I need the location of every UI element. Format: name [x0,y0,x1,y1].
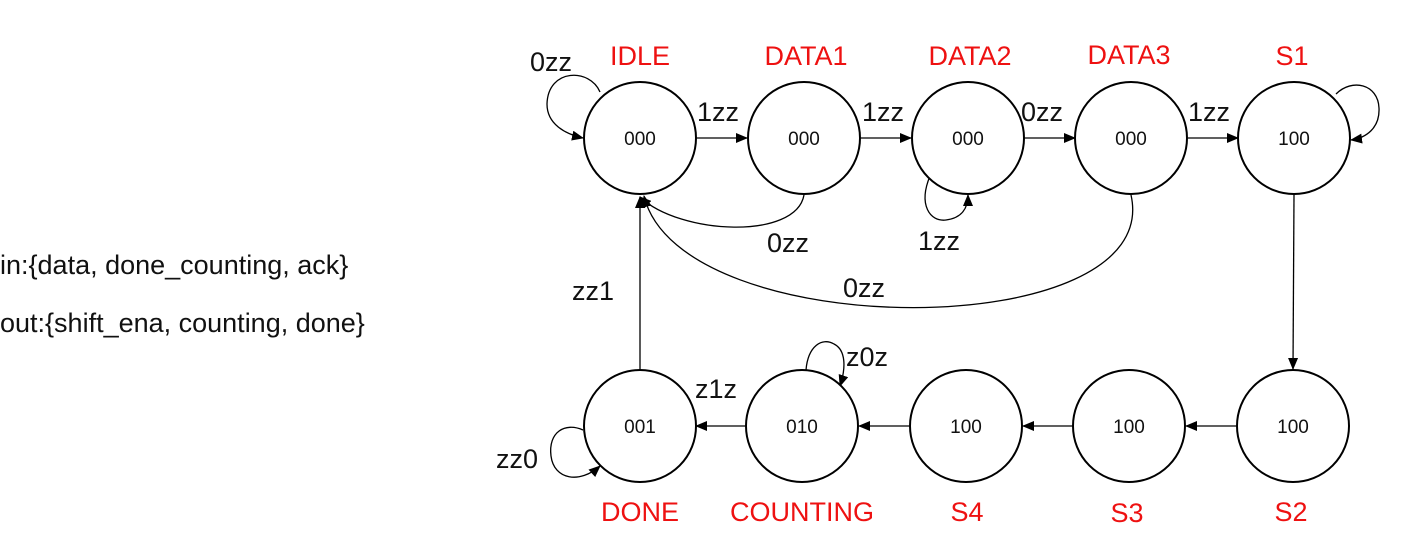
state-output: 010 [786,417,818,438]
state-output: 000 [624,129,656,150]
state-output: 100 [1277,417,1309,438]
transition-label-counting-done: z1z [695,374,737,404]
state-circle [583,369,697,483]
transition-label-data2-self: 1zz [918,226,960,256]
state-done: 001 DONE [583,369,697,527]
transition-label-data1-idle: 0zz [767,228,809,258]
transition-label-idle-data1: 1zz [697,97,739,127]
state-name: S4 [950,497,983,527]
state-circle [1237,81,1351,195]
state-output: 001 [624,417,656,438]
transition-label-idle-self: 0zz [530,47,572,77]
state-name: DONE [601,497,679,527]
state-circle [909,369,1023,483]
state-name: COUNTING [730,497,874,527]
state-name: S2 [1274,497,1307,527]
state-name: S1 [1275,41,1308,71]
state-output: 000 [788,129,820,150]
transition-data2-self [924,175,973,221]
legend-outputs: out:{shift_ena, counting, done} [0,308,365,338]
state-name: DATA3 [1087,40,1170,70]
state-output: 100 [1278,129,1310,150]
legend-inputs: in:{data, done_counting, ack} [0,250,349,280]
state-circle [1236,369,1350,483]
transition-label-data1-data2: 1zz [862,97,904,127]
state-circle [747,81,861,195]
state-circle [1074,81,1188,195]
state-name: S3 [1110,498,1143,528]
state-circle [583,81,697,195]
state-name: DATA2 [928,41,1011,71]
state-name: IDLE [610,41,670,71]
transition-counting-self [805,341,849,387]
state-output: 100 [1113,417,1145,438]
transition-label-counting-self: z0z [846,342,888,372]
transition-data1-idle [639,194,805,228]
state-output: 000 [952,129,984,150]
transition-data3-idle [641,194,1134,309]
state-output: 100 [950,417,982,438]
transition-idle-self [546,74,601,141]
state-data1: 000 DATA1 [747,41,861,195]
transition-label-done-self: zz0 [496,444,538,474]
state-s4: 100 S4 [909,369,1023,527]
state-data3: 000 DATA3 [1074,40,1188,195]
state-s2: 100 S2 [1236,369,1350,527]
state-circle [911,81,1025,195]
state-counting: 010 COUNTING [730,369,874,527]
transition-done-self [550,426,601,478]
io-legend: in:{data, done_counting, ack} out:{shift… [0,236,365,352]
transition-s1-s2 [1288,194,1299,370]
transition-label-data2-data3: 0zz [1021,97,1063,127]
transition-label-data3-idle: 0zz [843,273,885,303]
transition-label-data3-s1: 1zz [1188,97,1230,127]
state-s1: 100 S1 [1237,41,1351,195]
transition-s1-self [1335,84,1380,144]
state-circle [745,369,859,483]
state-output: 000 [1115,129,1147,150]
state-name: DATA1 [764,41,847,71]
state-idle: 000 IDLE [583,41,697,195]
transition-label-done-idle: zz1 [572,276,614,306]
state-data2: 000 DATA2 [911,41,1025,195]
state-s3: 100 S3 [1072,369,1186,528]
state-circle [1072,369,1186,483]
